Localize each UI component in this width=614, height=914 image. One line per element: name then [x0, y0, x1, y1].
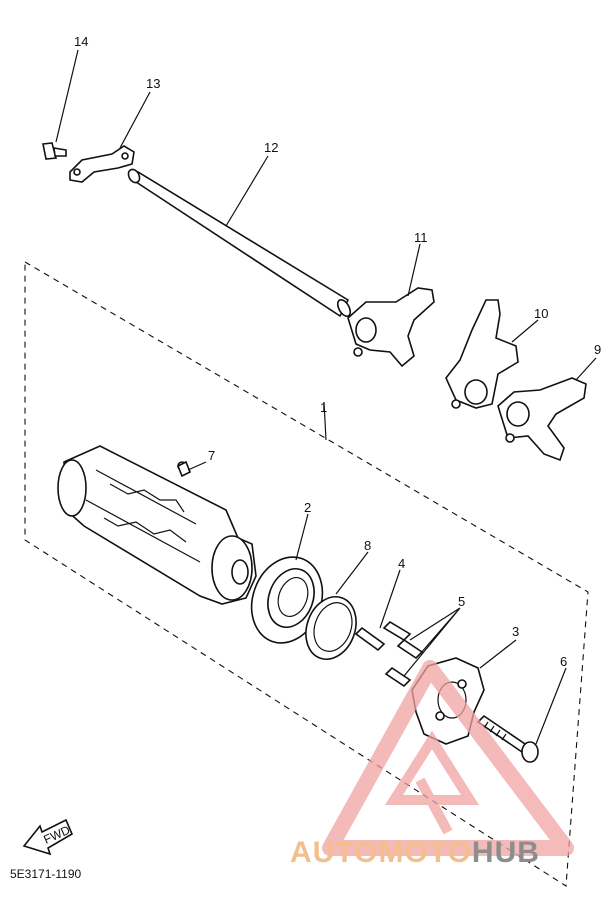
callout-2: 2: [304, 500, 311, 515]
watermark-brand-part1: AUTOMOTO: [290, 836, 472, 869]
part-9-shift-fork: [497, 377, 587, 462]
part-4-pin: [354, 626, 386, 652]
callout-labels: 14 13 12 11 10 9 1 7 2 8 4 5 3 6: [74, 34, 601, 669]
callout-3: 3: [512, 624, 519, 639]
part-7-pin: [176, 460, 192, 478]
fwd-arrow-icon: FWD: [22, 818, 74, 856]
watermark-logo-icon: [322, 660, 574, 856]
part-10-shift-fork: [445, 299, 519, 409]
callout-11: 11: [414, 230, 428, 245]
part-12-guide-bar: [127, 168, 352, 318]
callout-10: 10: [534, 306, 548, 321]
part-2-bearing: [250, 556, 324, 644]
callout-7: 7: [208, 448, 215, 463]
part-14-bolt: [42, 142, 67, 160]
part-5-pins: [382, 620, 424, 688]
callout-9: 9: [594, 342, 601, 357]
callout-13: 13: [146, 76, 160, 91]
callout-5: 5: [458, 594, 465, 609]
leader-lines: [55, 49, 597, 745]
watermark-brand: AUTOMOTOHUB: [290, 836, 540, 869]
part-1-shift-drum: [57, 445, 257, 605]
callout-8: 8: [364, 538, 371, 553]
part-6-bolt: [476, 714, 539, 763]
callout-1: 1: [320, 400, 327, 415]
callout-4: 4: [398, 556, 405, 571]
drawing-code: 5E3171-1190: [10, 867, 82, 881]
callout-12: 12: [264, 140, 278, 155]
watermark-brand-part2: HUB: [472, 836, 540, 869]
part-13-plate: [69, 145, 135, 183]
assembly-boundary: [24, 261, 589, 887]
part-8-circlip: [305, 596, 357, 660]
callout-6: 6: [560, 654, 567, 669]
part-11-shift-fork: [347, 287, 435, 368]
callout-14: 14: [74, 34, 88, 49]
